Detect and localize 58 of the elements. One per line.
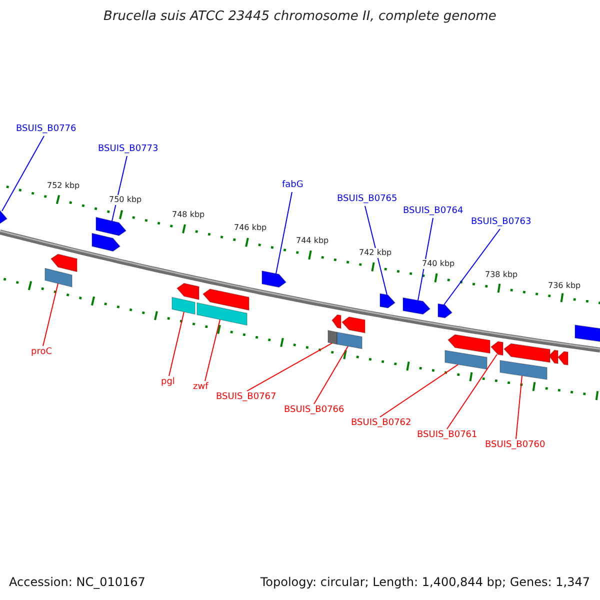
gene-feature [557, 351, 568, 366]
gene-label: proC [31, 347, 52, 358]
position-label: 746 kbp [234, 223, 267, 233]
gene-feature [0, 207, 8, 224]
gene-label: BSUIS_B0762 [351, 418, 412, 429]
gene-feature [176, 282, 200, 300]
leader-line [42, 283, 58, 346]
gene-feature [380, 293, 396, 308]
gene-feature [50, 254, 78, 272]
gene-feature [202, 288, 250, 311]
gene-bar [500, 360, 548, 380]
leader-line [276, 192, 292, 274]
gene-feature [92, 232, 121, 252]
gene-bar [336, 332, 362, 350]
position-label: 744 kbp [296, 236, 329, 246]
gene-feature [96, 216, 127, 236]
gene-label: BSUIS_B0767 [216, 392, 276, 403]
position-label: 750 kbp [109, 195, 142, 205]
gene-feature [402, 297, 431, 315]
gene-label: pgl [161, 377, 175, 388]
leader-line [364, 206, 388, 296]
leader-line [444, 228, 500, 306]
leader-line [380, 364, 458, 418]
leader-line [446, 354, 498, 430]
leader-line [314, 346, 348, 404]
gene-bar [444, 350, 488, 370]
genome-summary: Topology: circular; Length: 1,400,844 bp; Genes: 1,347 [260, 575, 590, 590]
leader-line [246, 342, 332, 392]
gene-bar [172, 296, 196, 315]
leader-line [516, 375, 522, 440]
leader-line [112, 156, 128, 222]
gene-label: zwf [193, 382, 208, 393]
gene-bar [44, 268, 72, 288]
leader-line [2, 136, 44, 212]
gene-label: BSUIS_B0776 [16, 124, 76, 135]
gene-label: BSUIS_B0765 [337, 194, 398, 205]
gene-label: BSUIS_B0761 [417, 430, 478, 441]
diagram-title: Brucella suis ATCC 23445 chromosome II, complete genome [104, 9, 496, 25]
gene-feature [548, 350, 558, 364]
leader-line [418, 218, 434, 301]
position-label: 738 kbp [485, 270, 518, 280]
accession-note: Accession: NC_010167 [9, 575, 146, 590]
gene-label: BSUIS_B0763 [471, 217, 532, 228]
leader-line [204, 319, 220, 382]
gene-feature [438, 303, 453, 318]
position-label: 742 kbp [359, 248, 392, 258]
gene-label: BSUIS_B0764 [403, 206, 464, 217]
position-label: 736 kbp [548, 281, 581, 291]
gene-label: BSUIS_B0773 [98, 144, 158, 155]
position-label: 752 kbp [47, 181, 80, 191]
leader-line [168, 311, 184, 376]
gene-feature [262, 270, 287, 288]
position-label: 748 kbp [172, 210, 205, 220]
gene-label: BSUIS_B0766 [284, 405, 344, 416]
gene-feature [574, 324, 600, 342]
gene-label: fabG [282, 180, 304, 191]
gene-label: BSUIS_B0760 [485, 440, 546, 451]
position-label: 740 kbp [422, 259, 455, 269]
